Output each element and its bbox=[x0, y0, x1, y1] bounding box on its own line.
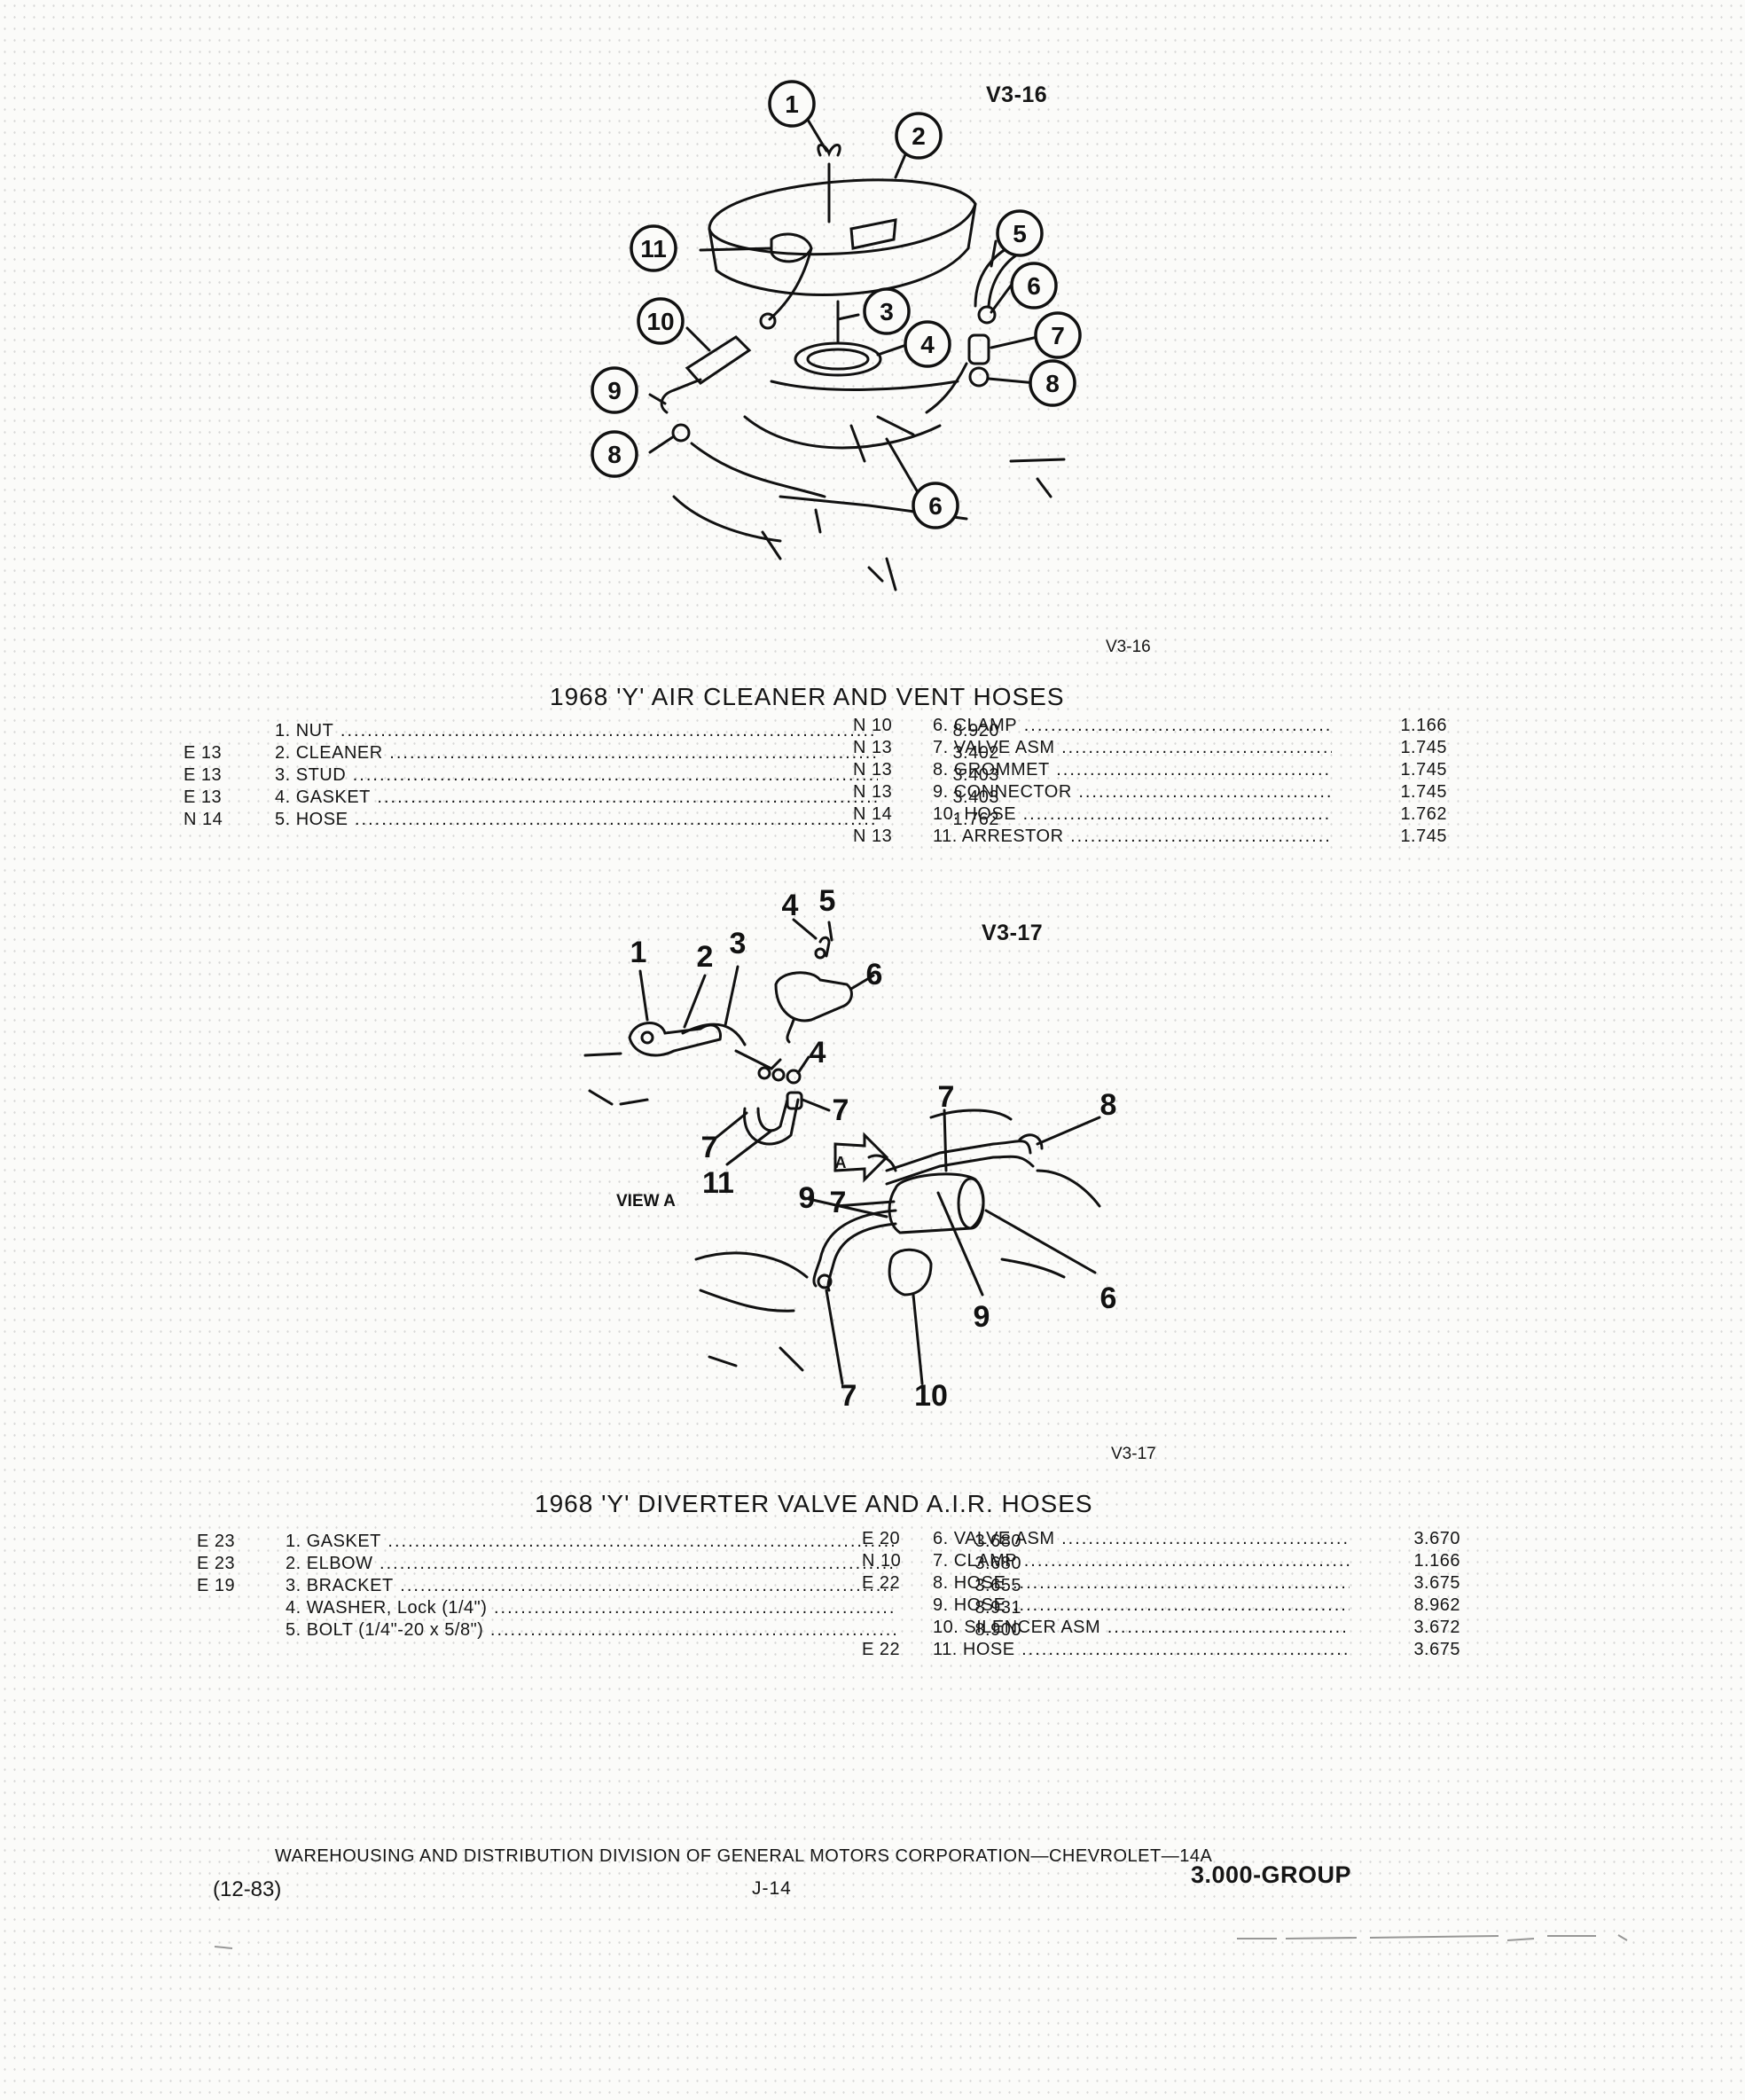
footer-date: (12-83) bbox=[213, 1877, 282, 1901]
callout-6: 6 bbox=[1027, 272, 1041, 300]
callout-2: 2 bbox=[697, 940, 714, 974]
figure-ref: V3-17 bbox=[1111, 1445, 1156, 1463]
callout-7-bottom: 7 bbox=[841, 1379, 857, 1413]
callout-10: 10 bbox=[646, 308, 674, 335]
callout-10: 10 bbox=[914, 1379, 948, 1413]
footer-page-number: J-14 bbox=[752, 1878, 792, 1899]
callout-7-left: 7 bbox=[701, 1131, 718, 1164]
callout-4: 4 bbox=[920, 331, 935, 358]
view-label: VIEW A bbox=[616, 1192, 676, 1211]
callout-1: 1 bbox=[630, 936, 647, 969]
callout-8: 8 bbox=[1100, 1088, 1117, 1122]
callout-6-bottom: 6 bbox=[928, 492, 943, 520]
callout-8-left: 8 bbox=[607, 441, 622, 468]
view-marker: A bbox=[835, 1154, 847, 1171]
callout-3: 3 bbox=[880, 298, 894, 325]
callout-9-lower: 9 bbox=[974, 1300, 990, 1334]
callout-5: 5 bbox=[1013, 220, 1027, 247]
footer-group: 3.000-GROUP bbox=[1191, 1861, 1352, 1888]
callout-11: 11 bbox=[640, 235, 667, 262]
footer-division: WAREHOUSING AND DISTRIBUTION DIVISION OF… bbox=[275, 1846, 1213, 1866]
callout-1: 1 bbox=[785, 90, 799, 118]
callout-9: 9 bbox=[607, 377, 622, 404]
figure-ref: V3-16 bbox=[1106, 638, 1151, 656]
section-title: 1968 'Y' DIVERTER VALVE AND A.I.R. HOSES bbox=[535, 1490, 1093, 1517]
callout-6: 6 bbox=[866, 958, 883, 991]
callout-8: 8 bbox=[1045, 370, 1060, 397]
diverter-valve-diagram: A 1 2 3 4 5 6 4 7 7 11 7 8 9 7 9 6 7 10 … bbox=[583, 884, 1117, 1413]
callout-5: 5 bbox=[819, 884, 836, 918]
callout-4-lower: 4 bbox=[810, 1036, 826, 1070]
callout-6-lower: 6 bbox=[1100, 1281, 1117, 1315]
callout-7-mid: 7 bbox=[830, 1186, 847, 1219]
callout-9-left: 9 bbox=[799, 1181, 816, 1215]
air-cleaner-diagram: 1 2 3 4 5 6 7 8 8 9 10 11 6 bbox=[591, 80, 1082, 592]
callout-3: 3 bbox=[730, 927, 747, 960]
callout-11: 11 bbox=[702, 1166, 734, 1200]
callout-7: 7 bbox=[1051, 322, 1065, 349]
callout-2: 2 bbox=[912, 122, 926, 150]
callout-7-top: 7 bbox=[938, 1080, 955, 1114]
callout-7-right: 7 bbox=[833, 1093, 849, 1127]
figure-code: V3-17 bbox=[982, 921, 1044, 945]
callout-4: 4 bbox=[782, 889, 799, 922]
scan-artifact-lines bbox=[214, 1934, 1628, 1949]
figure-code: V3-16 bbox=[986, 82, 1048, 107]
section-title: 1968 'Y' AIR CLEANER AND VENT HOSES bbox=[550, 683, 1065, 710]
